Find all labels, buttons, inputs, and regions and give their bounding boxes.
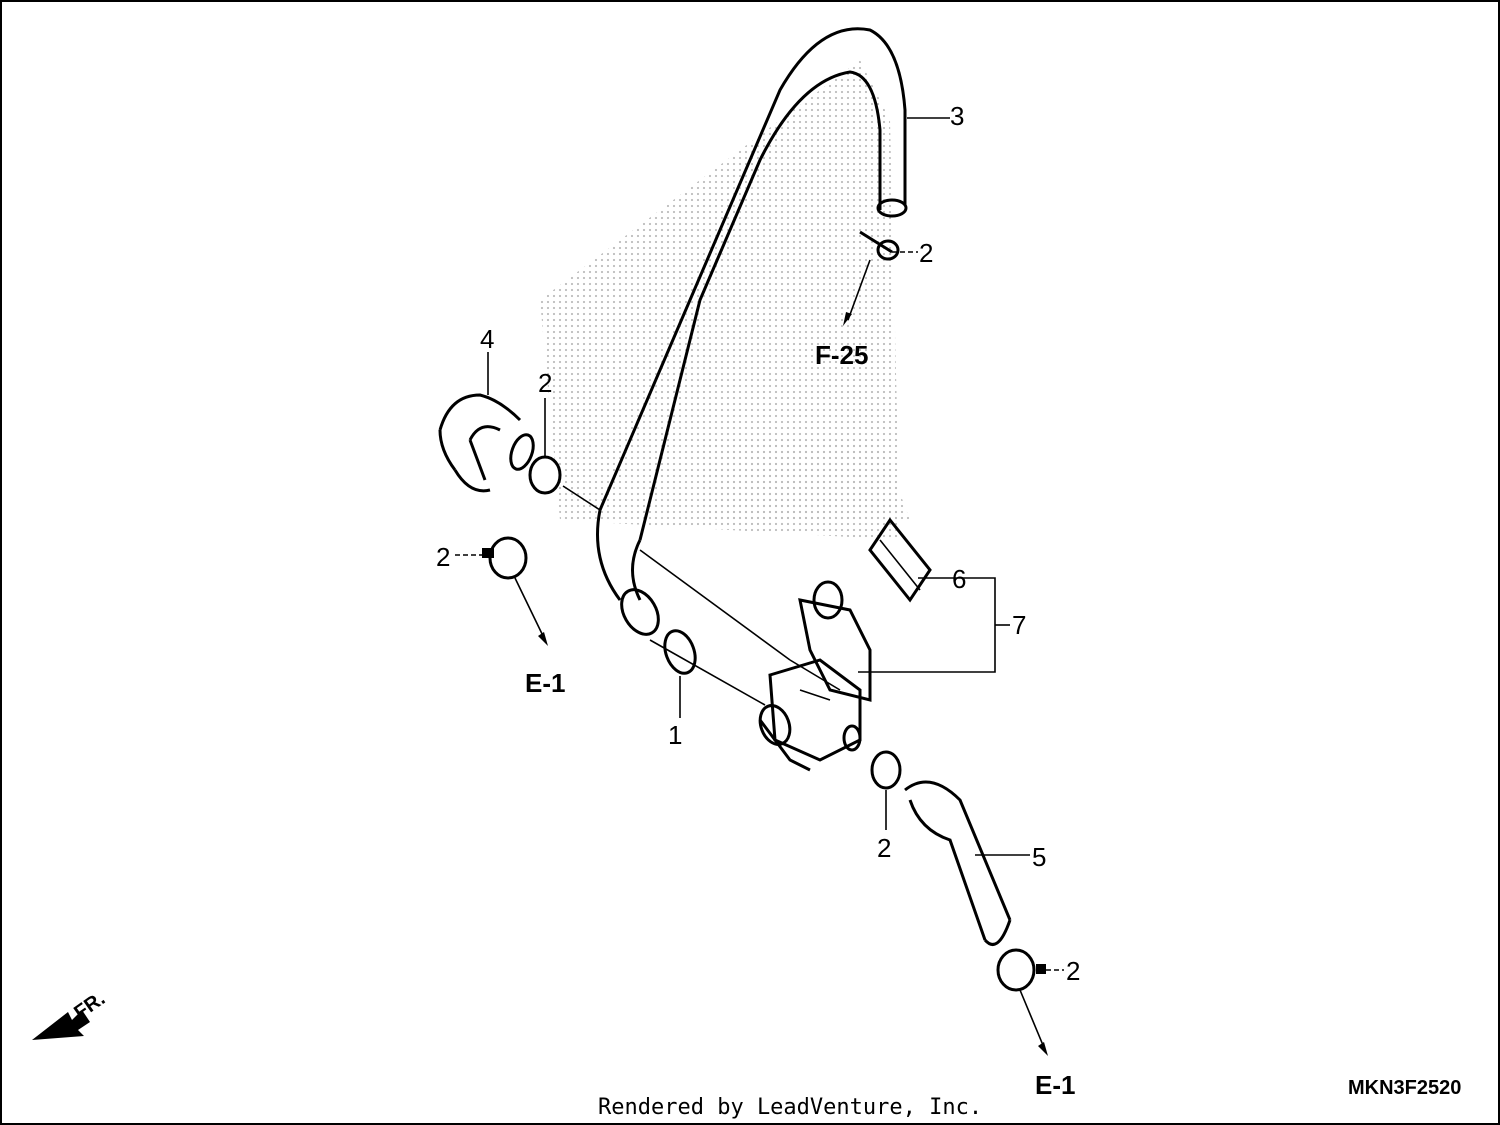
callout-2-bottom: 2 xyxy=(1066,956,1080,986)
ref-e1-left: E-1 xyxy=(525,668,565,698)
callout-4: 4 xyxy=(480,324,494,354)
callout-1: 1 xyxy=(668,720,682,750)
reference-arrows xyxy=(514,259,1048,1056)
hose-part-3 xyxy=(596,27,908,601)
watermark-logo xyxy=(540,60,910,540)
ref-f25: F-25 xyxy=(815,340,868,370)
callout-2-upper-left: 2 xyxy=(538,368,552,398)
callout-2-top: 2 xyxy=(919,238,933,268)
o-ring-part-1 xyxy=(663,629,697,675)
clamp-valve-outlet xyxy=(870,750,902,790)
leader-lines xyxy=(455,117,1064,971)
callout-2-valve: 2 xyxy=(877,833,891,863)
render-credit: Rendered by LeadVenture, Inc. xyxy=(598,1095,982,1120)
callout-6: 6 xyxy=(952,564,966,594)
callout-7: 7 xyxy=(1012,610,1026,640)
ref-e1-bottom: E-1 xyxy=(1035,1070,1075,1100)
mount-part-6 xyxy=(868,517,932,603)
hose-part-5 xyxy=(904,780,1012,946)
front-direction-marker: FR. xyxy=(32,988,109,1040)
clamp-top-right xyxy=(859,230,900,261)
clamp-lower-left xyxy=(482,536,528,580)
hose-part-4 xyxy=(438,393,535,493)
clamp-upper-left xyxy=(528,440,562,495)
hose-end-lower xyxy=(620,549,791,706)
callout-3: 3 xyxy=(950,101,964,131)
clamp-bottom-right xyxy=(996,948,1046,992)
control-valve-assembly xyxy=(758,580,872,772)
drawing-code: MKN3F2520 xyxy=(1348,1077,1461,1099)
callout-2-lower-left: 2 xyxy=(436,542,450,572)
callout-5: 5 xyxy=(1032,842,1046,872)
